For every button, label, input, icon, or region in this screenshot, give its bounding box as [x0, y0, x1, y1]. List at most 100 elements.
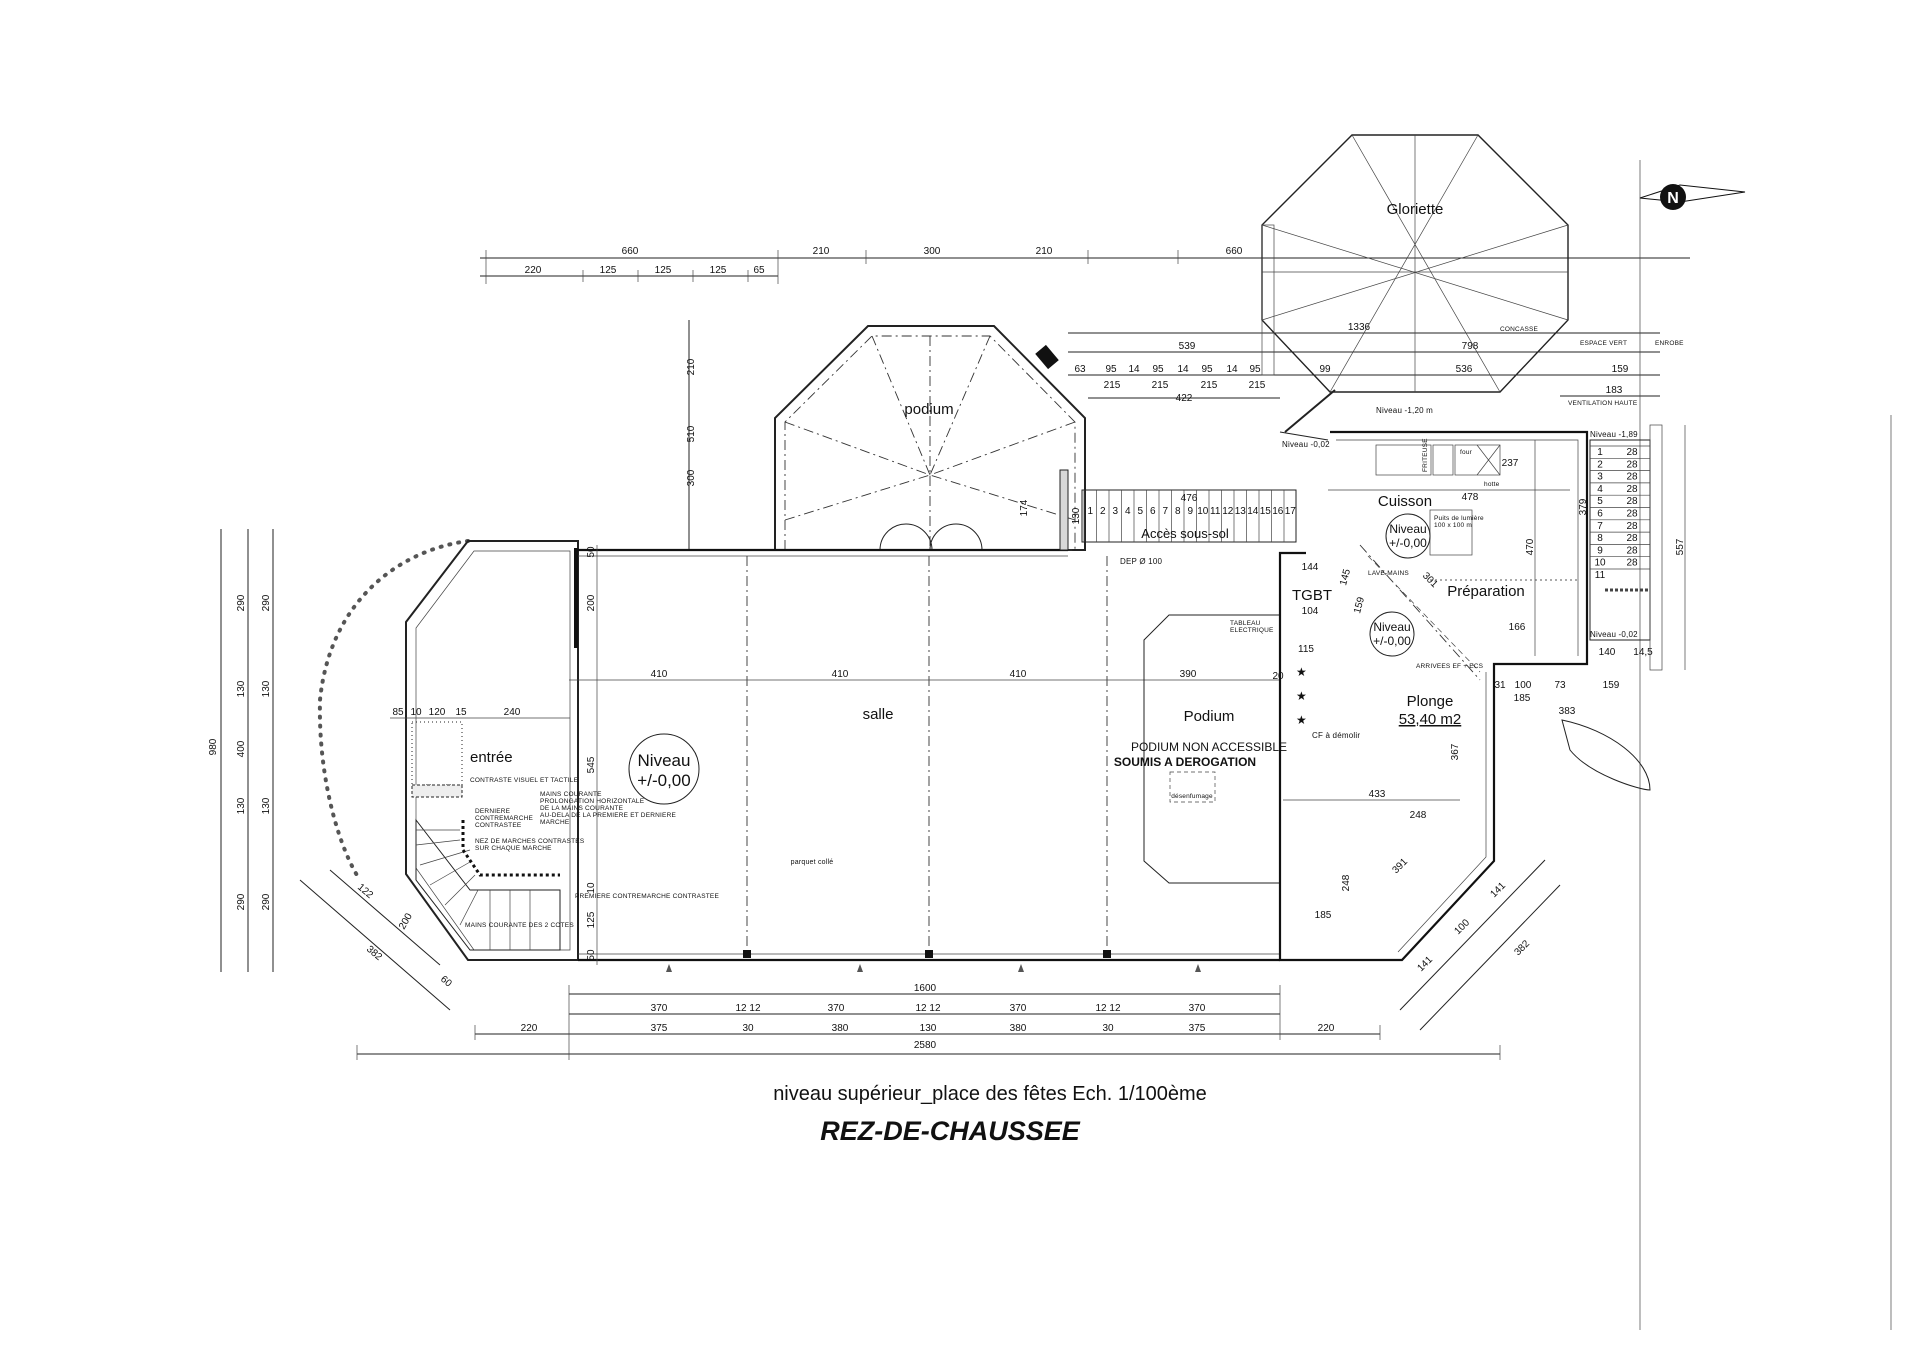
dim-label: 220 [525, 265, 542, 276]
note-lave-mains: LAVE-MAINS [1368, 570, 1409, 577]
dim-label: 301 [1420, 570, 1440, 590]
stair-step-number: 3 [1112, 506, 1118, 517]
dim-label: 382 [364, 944, 384, 963]
dim-label: 174 [1019, 499, 1030, 516]
dim-label: 100 [1452, 917, 1472, 937]
dim-label: 73 [1554, 680, 1566, 691]
level-stair-top: Niveau -1,89 [1590, 430, 1638, 439]
dim-label: 536 [1456, 364, 1473, 375]
dim-label: 1600 [914, 983, 937, 994]
dim-label: 15 [455, 707, 467, 718]
dim-label: 63 [1074, 364, 1086, 375]
dim-label: 400 [236, 740, 247, 757]
dim-label: 476 [1181, 493, 1198, 504]
dim-label: 141 [1415, 954, 1435, 974]
note-dep: DEP Ø 100 [1120, 557, 1162, 566]
dim-label: 237 [1502, 458, 1519, 469]
dim-label: 410 [651, 669, 668, 680]
dim-label: 130 [261, 797, 272, 814]
dim-label: 125 [710, 265, 727, 276]
top-dimensions: 660 210 300 210 660 220 125 125 125 65 [480, 246, 1690, 284]
svg-text:★: ★ [1296, 713, 1307, 727]
hall: 410 410 410 390 200 545 10 125 50 50 sal… [569, 545, 1287, 972]
level-value-hall: +/-0,00 [637, 771, 690, 790]
note-cf-demolir: CF à démolir [1312, 731, 1360, 740]
dim-label: 380 [832, 1023, 849, 1034]
riser-height: 28 [1626, 558, 1638, 569]
dim-label: 159 [1603, 680, 1620, 691]
stair-step-number: 7 [1597, 521, 1603, 532]
dim-label: 390 [1180, 669, 1197, 680]
stair-step-number: 17 [1285, 506, 1297, 517]
dim-label: 31 [1494, 680, 1506, 691]
dim-label: 470 [1525, 538, 1536, 555]
room-label-tgbt: TGBT [1292, 587, 1332, 604]
dim-label: 122 [355, 882, 375, 901]
dim-label: 370 [1189, 1003, 1206, 1014]
dim-label: 798 [1462, 341, 1479, 352]
riser-height: 28 [1626, 459, 1638, 470]
note-podium-non-accessible: PODIUM NON ACCESSIBLE [1131, 740, 1287, 754]
dim-label: 50 [586, 949, 597, 961]
dim-label: 14,5 [1633, 647, 1653, 658]
dim-label: 2580 [914, 1040, 937, 1051]
stair-step-number: 8 [1597, 533, 1603, 544]
dim-label: 85 [392, 707, 404, 718]
dim-label: 30 [1102, 1023, 1114, 1034]
riser-height: 28 [1626, 484, 1638, 495]
dim-label: 380 [1010, 1023, 1027, 1034]
stair-step-number: 6 [1597, 509, 1603, 520]
dim-label: 290 [236, 594, 247, 611]
room-label-salle: salle [863, 706, 894, 723]
dim-label: 95 [1201, 364, 1213, 375]
dim-label: 95 [1249, 364, 1261, 375]
room-label-entree: entrée [470, 749, 513, 766]
compass-label: N [1667, 190, 1679, 207]
dim-label: 210 [1036, 246, 1053, 257]
stair-step-number: 1 [1087, 506, 1093, 517]
dim-label: 30 [742, 1023, 754, 1034]
level-left: Niveau -0,02 [1282, 440, 1330, 449]
dim-label: 410 [1010, 669, 1027, 680]
level-label-hall: Niveau [638, 751, 691, 770]
dim-label: 367 [1450, 743, 1461, 760]
dim-label: 12 12 [915, 1003, 940, 1014]
dim-label: 185 [1315, 910, 1332, 921]
dim-label: 125 [586, 911, 597, 928]
dim-label: 144 [1302, 562, 1319, 573]
drawing-subtitle: niveau supérieur_place des fêtes Ech. 1/… [773, 1083, 1207, 1105]
dim-label: 215 [1104, 380, 1121, 391]
level-value-plonge: +/-0,00 [1373, 634, 1411, 648]
note-ventilation: VENTILATION HAUTE [1568, 400, 1638, 407]
ground-label-concasse: CONCASSE [1500, 326, 1539, 333]
stair-step-number: 4 [1125, 506, 1131, 517]
dim-label: 185 [1514, 693, 1531, 704]
dim-label: 130 [1071, 507, 1082, 524]
ground-label-enrobe: ENROBE [1655, 340, 1684, 347]
room-label-acces-sous-sol: Accès sous-sol [1141, 526, 1229, 541]
room-label-podium: Podium [1184, 708, 1235, 725]
dim-label: 300 [686, 469, 697, 486]
dim-label: 115 [1298, 644, 1314, 655]
dim-label: 220 [1318, 1023, 1335, 1034]
dim-label: 125 [655, 265, 672, 276]
stair-step-number: 2 [1597, 459, 1603, 470]
note-derogation: SOUMIS A DEROGATION [1114, 755, 1256, 769]
equipment-hotte: hotte [1484, 481, 1500, 488]
dim-label: 12 12 [735, 1003, 760, 1014]
stair-step-number: 4 [1597, 484, 1603, 495]
riser-height: 28 [1626, 447, 1638, 458]
room-label-preparation: Préparation [1447, 583, 1525, 600]
stair-step-number: 15 [1260, 506, 1272, 517]
room-label-gloriette: Gloriette [1387, 201, 1444, 218]
dim-label: 422 [1176, 393, 1193, 404]
dim-label: 14 [1128, 364, 1140, 375]
dim-label: 210 [686, 358, 697, 375]
stair-step-number: 14 [1247, 506, 1259, 517]
dim-label: 104 [1302, 606, 1319, 617]
dim-label: 215 [1249, 380, 1266, 391]
